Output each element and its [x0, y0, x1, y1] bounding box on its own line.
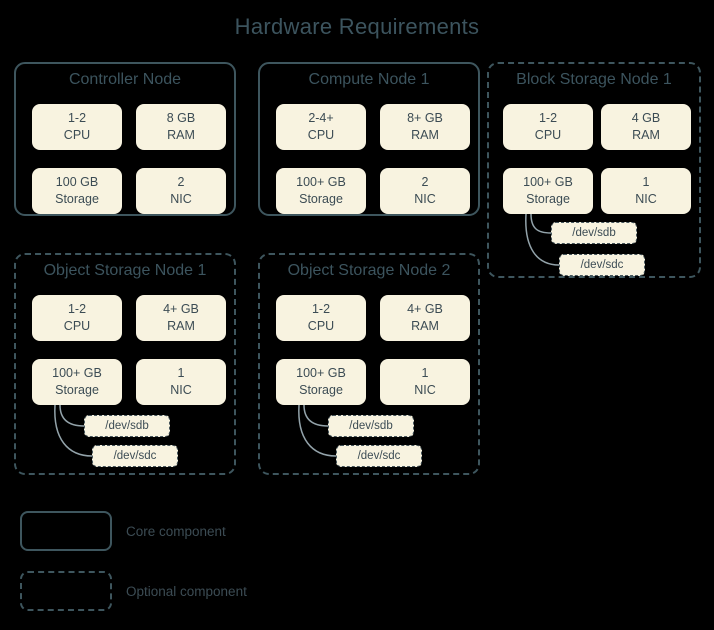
- component-value: 1: [421, 366, 429, 381]
- node-block-storage-1: Block Storage Node 1 1-2 CPU 4 GB RAM 10…: [487, 62, 701, 278]
- component-unit: NIC: [414, 383, 436, 397]
- component-unit: RAM: [167, 319, 195, 333]
- component-unit: Storage: [55, 192, 99, 206]
- component-value: 4+ GB: [163, 302, 199, 317]
- component-value: 1-2: [538, 111, 558, 126]
- component-value: 100+ GB: [296, 366, 346, 381]
- component-unit: CPU: [63, 319, 91, 333]
- component-cpu: 1-2 CPU: [32, 104, 122, 150]
- component-unit: CPU: [63, 128, 91, 142]
- component-storage: 100+ GB Storage: [503, 168, 593, 214]
- disk-label: /dev/sdc: [113, 450, 157, 462]
- disk-dev-sdc: /dev/sdc: [559, 254, 645, 276]
- component-storage: 100+ GB Storage: [276, 359, 366, 405]
- component-nic: 1 NIC: [380, 359, 470, 405]
- component-ram: 8+ GB RAM: [380, 104, 470, 150]
- connector-sdb: [303, 404, 329, 427]
- component-unit: CPU: [307, 319, 335, 333]
- component-value: 1-2: [67, 302, 87, 317]
- page-title: Hardware Requirements: [234, 14, 480, 39]
- node-controller: Controller Node 1-2 CPU 8 GB RAM 100 GB …: [14, 62, 236, 216]
- component-value: 1-2: [311, 302, 331, 317]
- node-title: Block Storage Node 1: [516, 71, 672, 88]
- component-unit: RAM: [632, 128, 660, 142]
- component-value: 1: [177, 366, 185, 381]
- component-unit: NIC: [170, 192, 192, 206]
- component-unit: RAM: [411, 319, 439, 333]
- component-unit: NIC: [170, 383, 192, 397]
- component-cpu: 1-2 CPU: [32, 295, 122, 341]
- node-title: Object Storage Node 2: [287, 262, 451, 279]
- disk-dev-sdb: /dev/sdb: [551, 222, 637, 244]
- component-unit: NIC: [635, 192, 657, 206]
- component-value: 100+ GB: [296, 175, 346, 190]
- component-storage: 100+ GB Storage: [32, 359, 122, 405]
- component-unit: Storage: [299, 383, 343, 397]
- component-value: 1: [642, 175, 650, 190]
- component-cpu: 1-2 CPU: [503, 104, 593, 150]
- component-nic: 2 NIC: [136, 168, 226, 214]
- disk-dev-sdc: /dev/sdc: [92, 445, 178, 467]
- component-cpu: 2-4+ CPU: [276, 104, 366, 150]
- component-value: 8 GB: [166, 111, 196, 126]
- node-title: Object Storage Node 1: [43, 262, 207, 279]
- legend-core-label: Core component: [126, 524, 226, 539]
- component-value: 100 GB: [55, 175, 99, 190]
- disk-label: /dev/sdb: [105, 420, 149, 432]
- disk-dev-sdb: /dev/sdb: [84, 415, 170, 437]
- connector-sdb: [530, 213, 552, 234]
- component-nic: 2 NIC: [380, 168, 470, 214]
- node-object-storage-1: Object Storage Node 1 1-2 CPU 4+ GB RAM …: [14, 253, 236, 475]
- component-value: 1-2: [67, 111, 87, 126]
- disk-label: /dev/sdb: [572, 227, 616, 239]
- component-value: 2: [421, 175, 429, 190]
- node-compute-1: Compute Node 1 2-4+ CPU 8+ GB RAM 100+ G…: [258, 62, 480, 216]
- component-cpu: 1-2 CPU: [276, 295, 366, 341]
- component-ram: 4+ GB RAM: [136, 295, 226, 341]
- node-title: Compute Node 1: [308, 71, 430, 88]
- component-unit: CPU: [307, 128, 335, 142]
- component-unit: Storage: [55, 383, 99, 397]
- legend-core-swatch: [20, 511, 112, 551]
- component-unit: RAM: [167, 128, 195, 142]
- component-value: 100+ GB: [52, 366, 102, 381]
- component-ram: 4+ GB RAM: [380, 295, 470, 341]
- disk-label: /dev/sdb: [349, 420, 393, 432]
- component-value: 2: [177, 175, 185, 190]
- component-value: 4 GB: [631, 111, 661, 126]
- node-title: Controller Node: [68, 71, 182, 88]
- legend-optional-swatch: [20, 571, 112, 611]
- component-unit: NIC: [414, 192, 436, 206]
- legend-optional-label: Optional component: [126, 584, 247, 599]
- component-unit: Storage: [526, 192, 570, 206]
- component-ram: 4 GB RAM: [601, 104, 691, 150]
- component-value: 100+ GB: [523, 175, 573, 190]
- component-unit: RAM: [411, 128, 439, 142]
- connector-sdb: [59, 404, 85, 427]
- component-value: 2-4+: [308, 111, 334, 126]
- component-unit: CPU: [534, 128, 562, 142]
- component-value: 4+ GB: [407, 302, 443, 317]
- disk-dev-sdc: /dev/sdc: [336, 445, 422, 467]
- component-storage: 100 GB Storage: [32, 168, 122, 214]
- disk-label: /dev/sdc: [580, 259, 624, 271]
- disk-label: /dev/sdc: [357, 450, 401, 462]
- disk-dev-sdb: /dev/sdb: [328, 415, 414, 437]
- component-unit: Storage: [299, 192, 343, 206]
- component-value: 8+ GB: [407, 111, 443, 126]
- component-ram: 8 GB RAM: [136, 104, 226, 150]
- component-storage: 100+ GB Storage: [276, 168, 366, 214]
- component-nic: 1 NIC: [136, 359, 226, 405]
- component-nic: 1 NIC: [601, 168, 691, 214]
- node-object-storage-2: Object Storage Node 2 1-2 CPU 4+ GB RAM …: [258, 253, 480, 475]
